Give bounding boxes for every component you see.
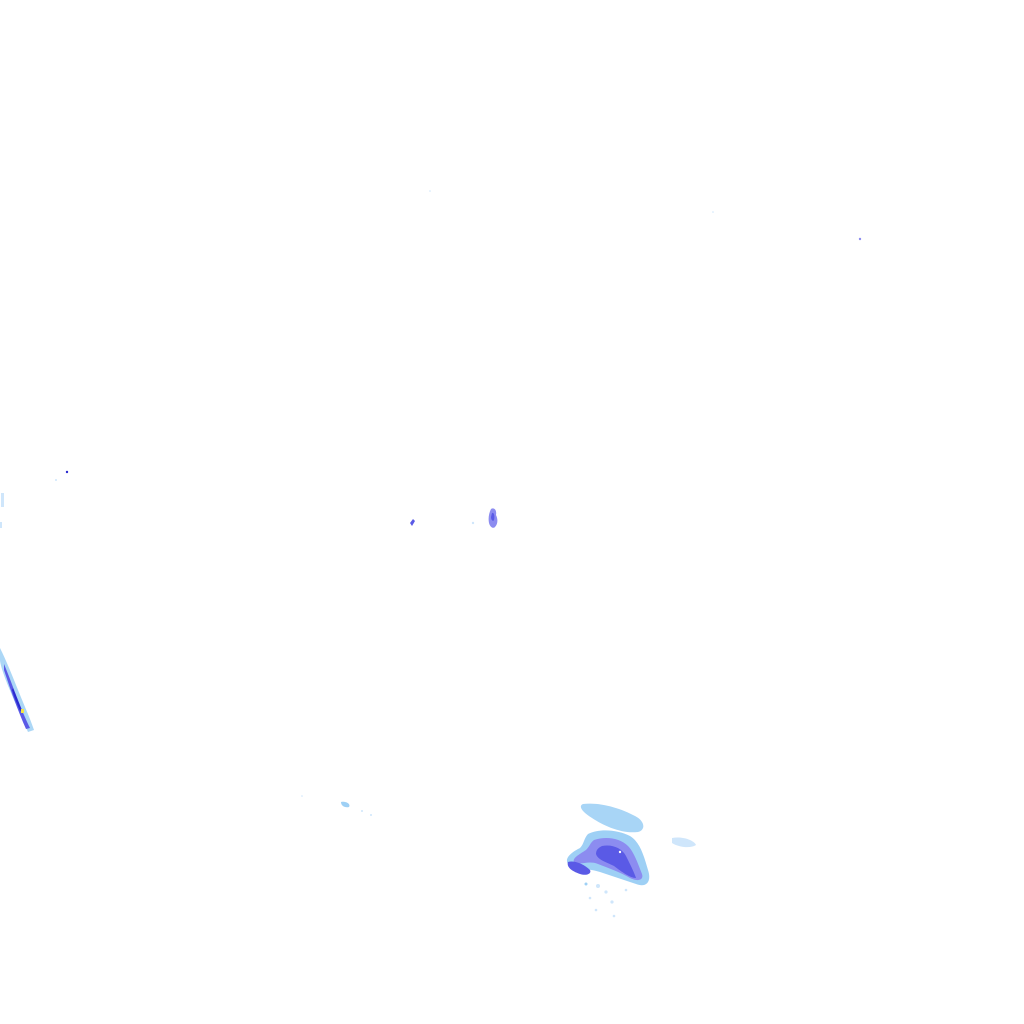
fragment	[471, 521, 475, 525]
speck	[594, 908, 598, 912]
speck	[596, 884, 600, 888]
speck	[858, 237, 862, 241]
speck	[584, 882, 588, 886]
cluster-fragment-east	[672, 837, 696, 848]
speck	[610, 900, 614, 904]
fragment	[301, 795, 303, 797]
precip-cell-center	[410, 508, 498, 528]
speck	[712, 211, 714, 213]
streak-outer-glow	[0, 648, 34, 732]
precip-cell-left-streak	[0, 648, 34, 732]
precip-fragments-left	[0, 470, 69, 528]
fragment	[361, 810, 363, 812]
cluster-band-north	[580, 803, 644, 833]
fragment	[1, 493, 4, 507]
cluster-core-strong	[596, 845, 636, 878]
fragment	[341, 801, 350, 808]
speck	[604, 890, 608, 894]
streak-peak	[21, 709, 24, 713]
streak-core	[4, 664, 30, 729]
precip-cell-lower-left	[301, 795, 372, 816]
fragment	[65, 470, 69, 474]
speck	[612, 914, 616, 918]
cluster-tail-west	[567, 861, 591, 875]
precip-specks-upper	[429, 190, 862, 241]
speck	[588, 896, 592, 900]
streak-heavy	[12, 688, 22, 711]
cluster-scatter-south	[584, 850, 628, 918]
center-cell-core	[491, 512, 495, 521]
speck	[618, 850, 622, 854]
precip-cluster-lower-right	[566, 803, 696, 918]
fragment	[55, 479, 57, 481]
speck	[429, 190, 431, 192]
fragment	[0, 522, 2, 528]
speck	[624, 888, 628, 892]
center-cell-small	[410, 519, 415, 526]
fragment	[370, 814, 372, 816]
